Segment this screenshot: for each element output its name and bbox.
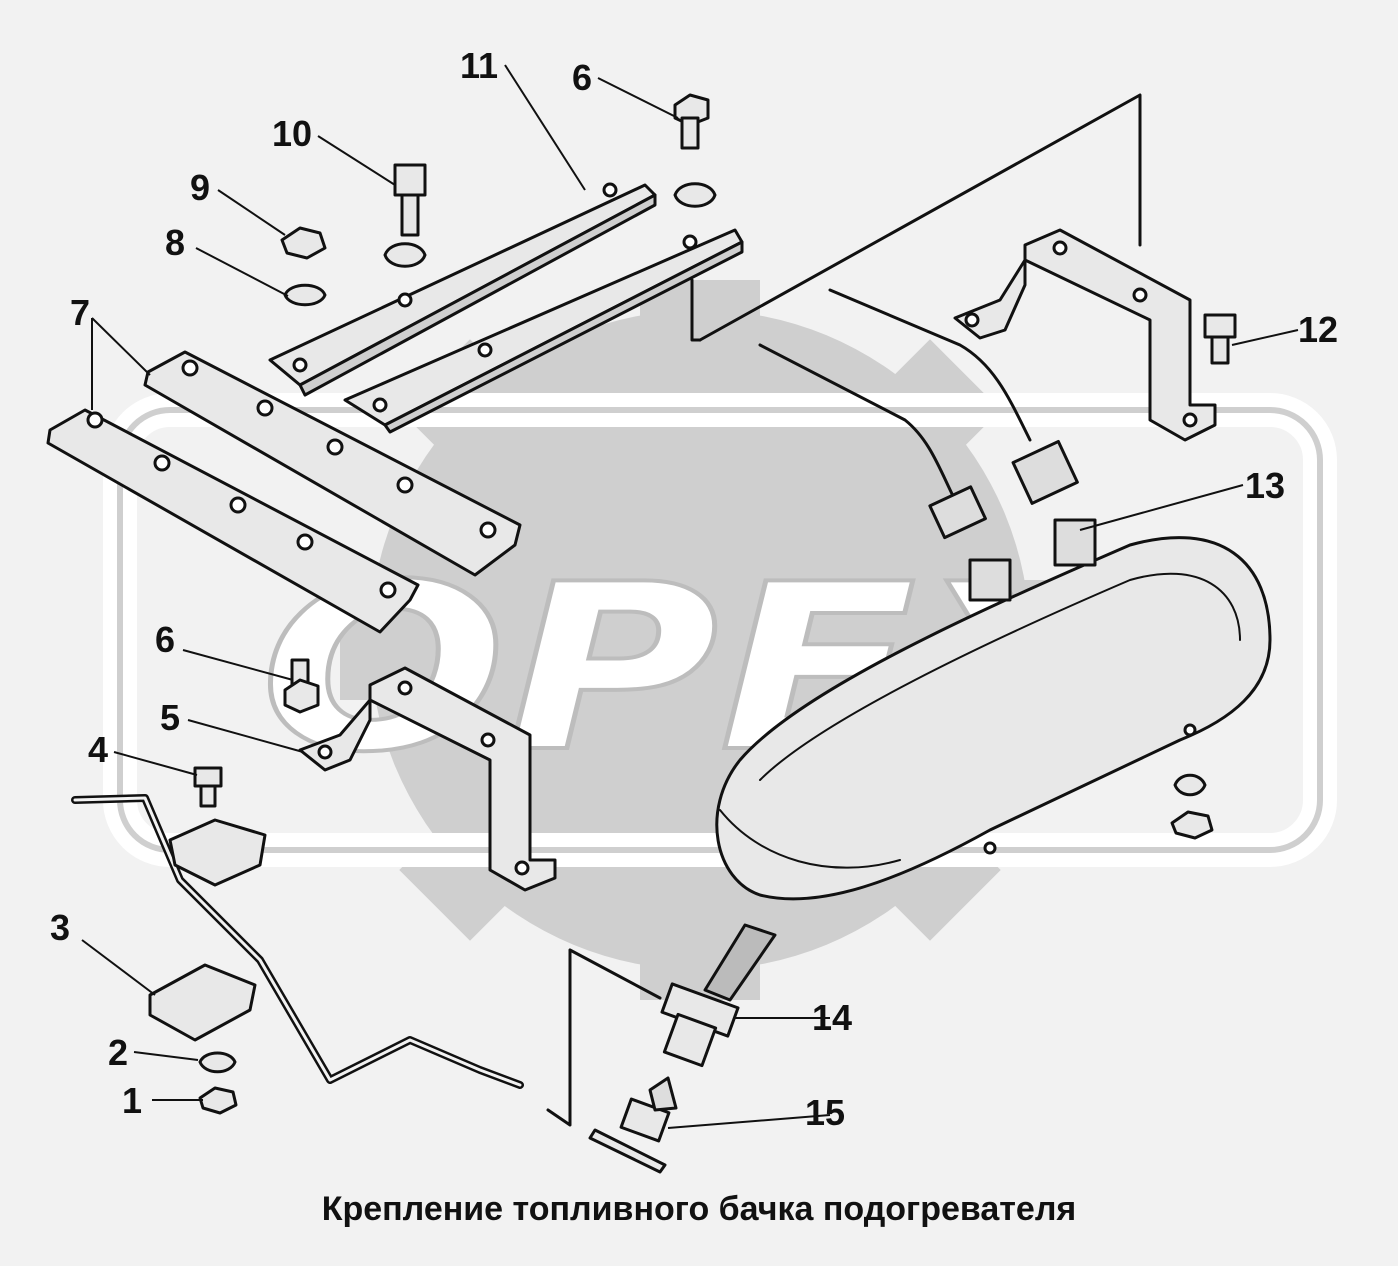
callout-1: 1 [122,1080,142,1121]
callout-4: 4 [88,729,108,770]
fuel-lines [758,288,1079,540]
bolt-4 [193,766,223,808]
callout-12: 12 [1298,309,1338,350]
callout-9: 9 [190,167,210,208]
washer-right [1173,773,1207,797]
bracket-upper-right [698,93,1217,442]
drain-valve-15 [588,1076,678,1174]
diagram-caption: Крепление топливного бачка подогревателя [321,1190,1077,1228]
callout-numbers: 1 2 3 4 5 6 6 7 8 9 10 11 12 13 14 15 [50,45,1338,1133]
fuel-pipe-3 [71,794,524,1089]
washer-10 [383,242,427,268]
washer-2 [198,1051,237,1074]
bolt-6-lower [283,658,320,714]
callout-6-upper: 6 [572,57,592,98]
pipe-clamp-upper [168,818,267,887]
callout-11: 11 [460,45,498,86]
leader-lines [81,64,1299,1129]
callout-7: 7 [70,292,90,333]
callout-6-lower: 6 [155,619,175,660]
washer-6-upper [673,182,717,208]
tee-fitting-14 [546,923,777,1127]
callout-2: 2 [108,1032,128,1073]
callout-3: 3 [50,907,70,948]
plate-pair-7 [46,350,522,634]
nut-9 [280,226,327,260]
callout-15: 15 [805,1092,845,1133]
nut-right [1170,810,1214,840]
bolt-6-upper [673,93,710,150]
callout-14: 14 [812,997,852,1038]
callout-10: 10 [272,113,312,154]
callout-8: 8 [165,222,185,263]
bolt-10 [393,163,427,237]
washer-8 [283,283,327,307]
bracket-5 [298,666,557,892]
nut-1 [198,1086,238,1115]
pipe-clamp-3 [148,963,257,1042]
callout-13: 13 [1245,465,1285,506]
callout-5: 5 [160,697,180,738]
bolt-12 [1203,313,1237,365]
bracket-strip-11 [268,182,744,434]
